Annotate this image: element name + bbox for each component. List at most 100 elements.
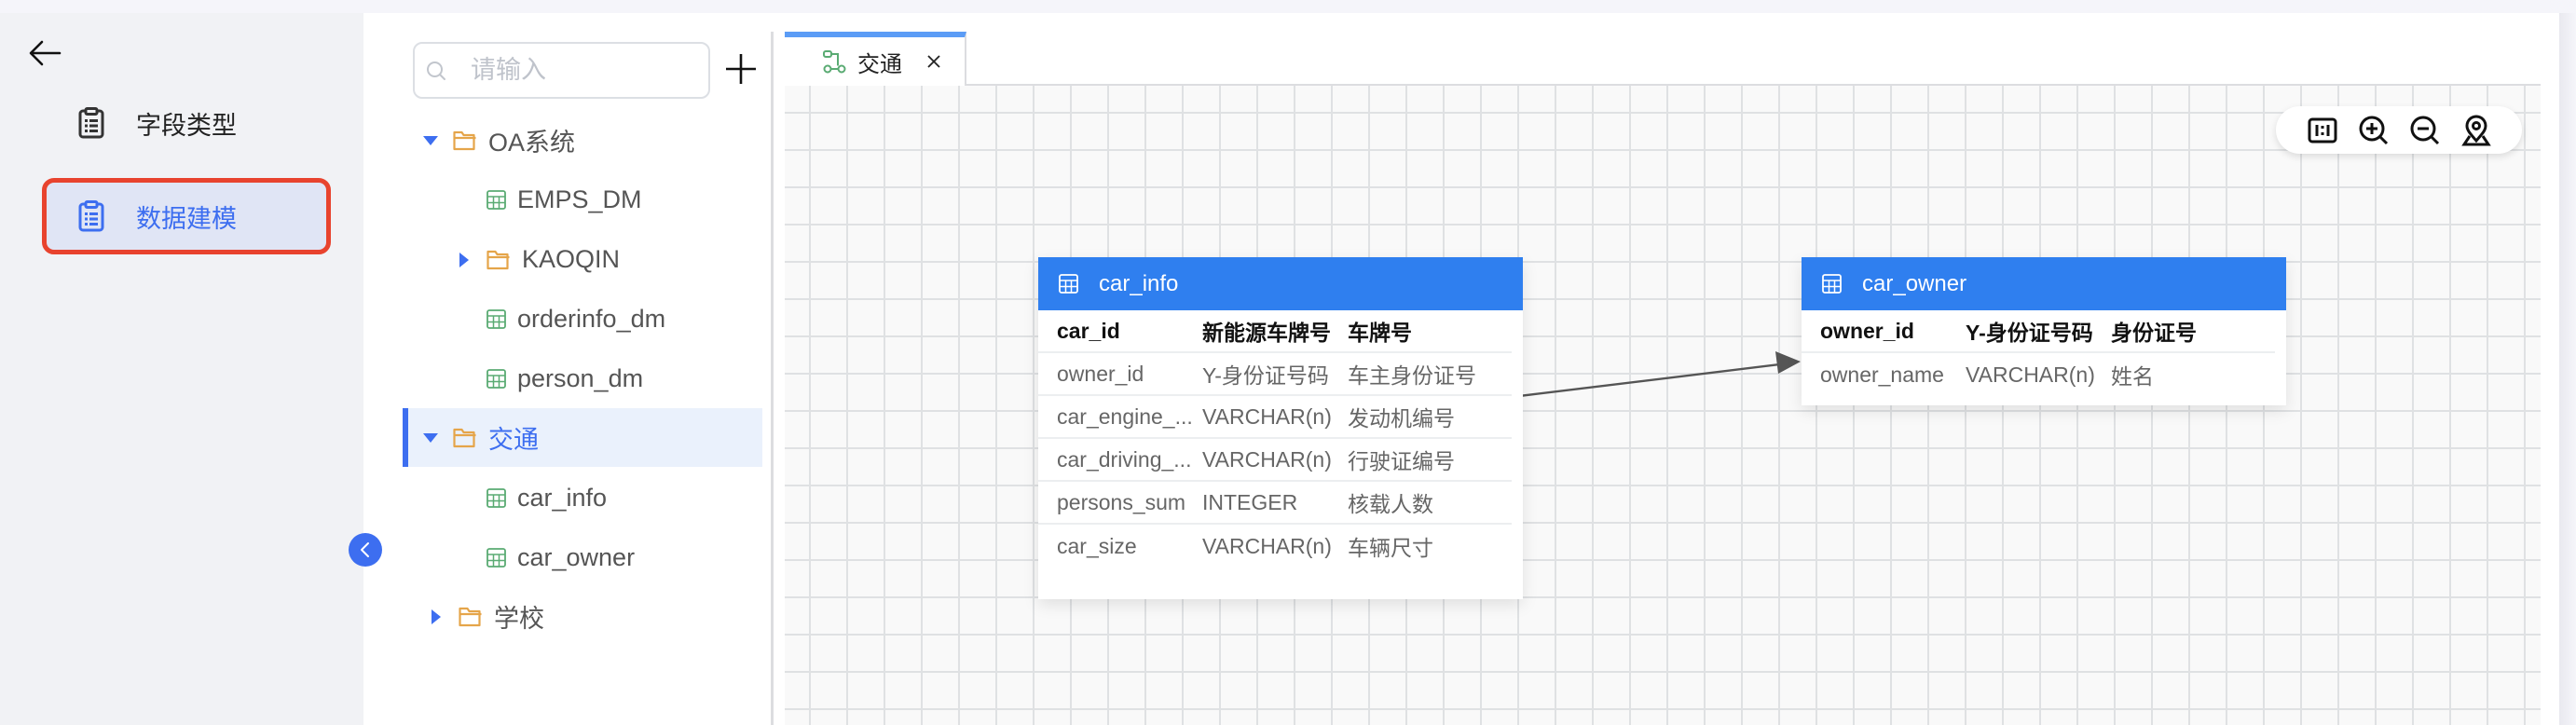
field-row[interactable]: car_id 新能源车牌号车牌号 [1038,310,1512,353]
nav-item-data-modeling[interactable]: 数据建模 [42,178,331,254]
field-row[interactable]: car_driving_... VARCHAR(n) 行驶证编号 [1038,439,1512,482]
field-name: persons_sum [1057,489,1186,514]
search-icon [427,61,445,80]
table-node-car-owner[interactable]: car_owner owner_id Y-身份证号码身份证号 owner_name… [1802,257,2286,405]
zoom-out-button[interactable] [2409,115,2441,146]
caret-down-icon[interactable] [421,131,440,150]
table-icon [486,369,506,389]
caret-right-icon[interactable] [455,251,473,269]
clipboard-list-icon [78,107,104,139]
tree-table-car-owner[interactable]: car_owner [403,528,762,587]
zoom-out-icon [2410,116,2439,144]
tree-folder-jiaotong[interactable]: 交通 [403,408,762,467]
field-row[interactable]: car_size VARCHAR(n) 车辆尺寸 [1038,525,1512,568]
arrowhead-icon [1775,351,1801,374]
tree-item-label: car_owner [517,543,636,571]
field-type: Y-身份证号码 [1202,363,1329,388]
field-row[interactable]: persons_sum INTEGER 核载人数 [1038,482,1512,525]
close-icon[interactable] [926,54,941,69]
node-title: car_owner [1862,270,1967,296]
tree-folder-oa[interactable]: OA系统 [403,111,762,170]
collapse-panel-button[interactable] [349,533,382,567]
field-comment: 核载人数 [1348,492,1433,516]
field-name: car_id [1057,318,1120,343]
field-type: Y-身份证号码 [1966,321,2093,345]
caret-right-icon[interactable] [427,608,445,626]
folder-icon [453,130,477,151]
tree-folder-xuexiao[interactable]: 学校 [403,587,762,646]
tab-jiaotong[interactable]: 交通 [785,32,966,86]
tree-item-label: KAOQIN [522,245,621,273]
tree-folder-kaoqin[interactable]: KAOQIN [403,230,762,289]
zoom-in-icon [2359,116,2388,144]
add-button[interactable] [725,53,757,85]
field-type: 新能源车牌号 [1202,321,1331,345]
tree-item-label: person_dm [517,364,644,392]
table-icon [486,309,506,329]
nav-item-label: 数据建模 [136,204,237,233]
field-type: VARCHAR(n) [1202,533,1332,558]
field-type: VARCHAR(n) [1966,362,2095,387]
map-pin-icon [2460,115,2491,145]
tab-label: 交通 [857,51,902,77]
node-title: car_info [1099,270,1179,296]
field-name: owner_name [1820,362,1944,387]
table-icon [1822,274,1842,294]
node-header[interactable]: car_info [1038,257,1523,310]
node-header[interactable]: car_owner [1802,257,2286,310]
field-comment: 姓名 [2111,364,2154,389]
left-nav: 字段类型 数据建模 [0,13,363,725]
chevron-left-icon [361,542,369,557]
field-comment: 发动机编号 [1348,406,1455,431]
back-button[interactable] [28,39,65,67]
field-name: car_engine_... [1057,404,1193,429]
tree-item-label: OA系统 [488,129,576,157]
field-comment: 车牌号 [1348,321,1412,345]
caret-down-icon[interactable] [421,429,440,447]
tree-table-orderinfo-dm[interactable]: orderinfo_dm [403,290,762,349]
right-edge [2559,13,2576,725]
field-comment: 车主身份证号 [1348,363,1476,388]
tree-table-person-dm[interactable]: person_dm [403,349,762,408]
panel-divider[interactable] [771,32,774,725]
search-input[interactable] [471,56,685,85]
field-type: INTEGER [1202,489,1298,514]
field-name: owner_id [1820,318,1914,343]
model-diagram-icon [823,50,846,74]
search-box[interactable] [413,42,710,99]
nav-item-field-types[interactable]: 字段类型 [45,88,328,158]
field-comment: 身份证号 [2111,321,2197,345]
clipboard-list-icon [78,200,104,232]
tree-item-label: car_info [517,484,608,512]
tree-table-car-info[interactable]: car_info [403,469,762,527]
field-row[interactable]: car_engine_...VARCHAR(n)发动机编号 [1038,396,1512,439]
plus-icon [726,54,756,84]
tab-bar: 交通 [785,32,2541,86]
folder-icon [459,607,483,627]
model-tree-panel: OA系统 EMPS_DM KAOQIN orderinfo_dm person_… [363,13,774,725]
zoom-in-button[interactable] [2358,115,2390,146]
canvas-toolbar [2276,106,2522,154]
field-comment: 车辆尺寸 [1348,536,1433,560]
tree-item-label: orderinfo_dm [517,305,666,333]
app-root: 字段类型 数据建模 OA系统 EMPS_DM [0,13,2576,725]
folder-icon [453,428,477,448]
field-name: car_size [1057,533,1137,558]
tree-table-emps-dm[interactable]: EMPS_DM [403,171,762,229]
field-type: VARCHAR(n) [1202,446,1332,472]
actual-size-button[interactable] [2307,115,2338,146]
field-name: car_driving_... [1057,446,1192,472]
locate-button[interactable] [2460,115,2492,146]
table-icon [486,190,506,210]
table-icon [486,488,506,508]
field-row[interactable]: owner_name VARCHAR(n) 姓名 [1802,353,2275,396]
nav-item-label: 字段类型 [136,111,237,140]
table-icon [1059,274,1078,294]
one-to-one-icon [2308,117,2336,143]
field-comment: 行驶证编号 [1348,449,1455,473]
field-row[interactable]: owner_id Y-身份证号码身份证号 [1802,310,2275,353]
table-icon [486,548,506,568]
